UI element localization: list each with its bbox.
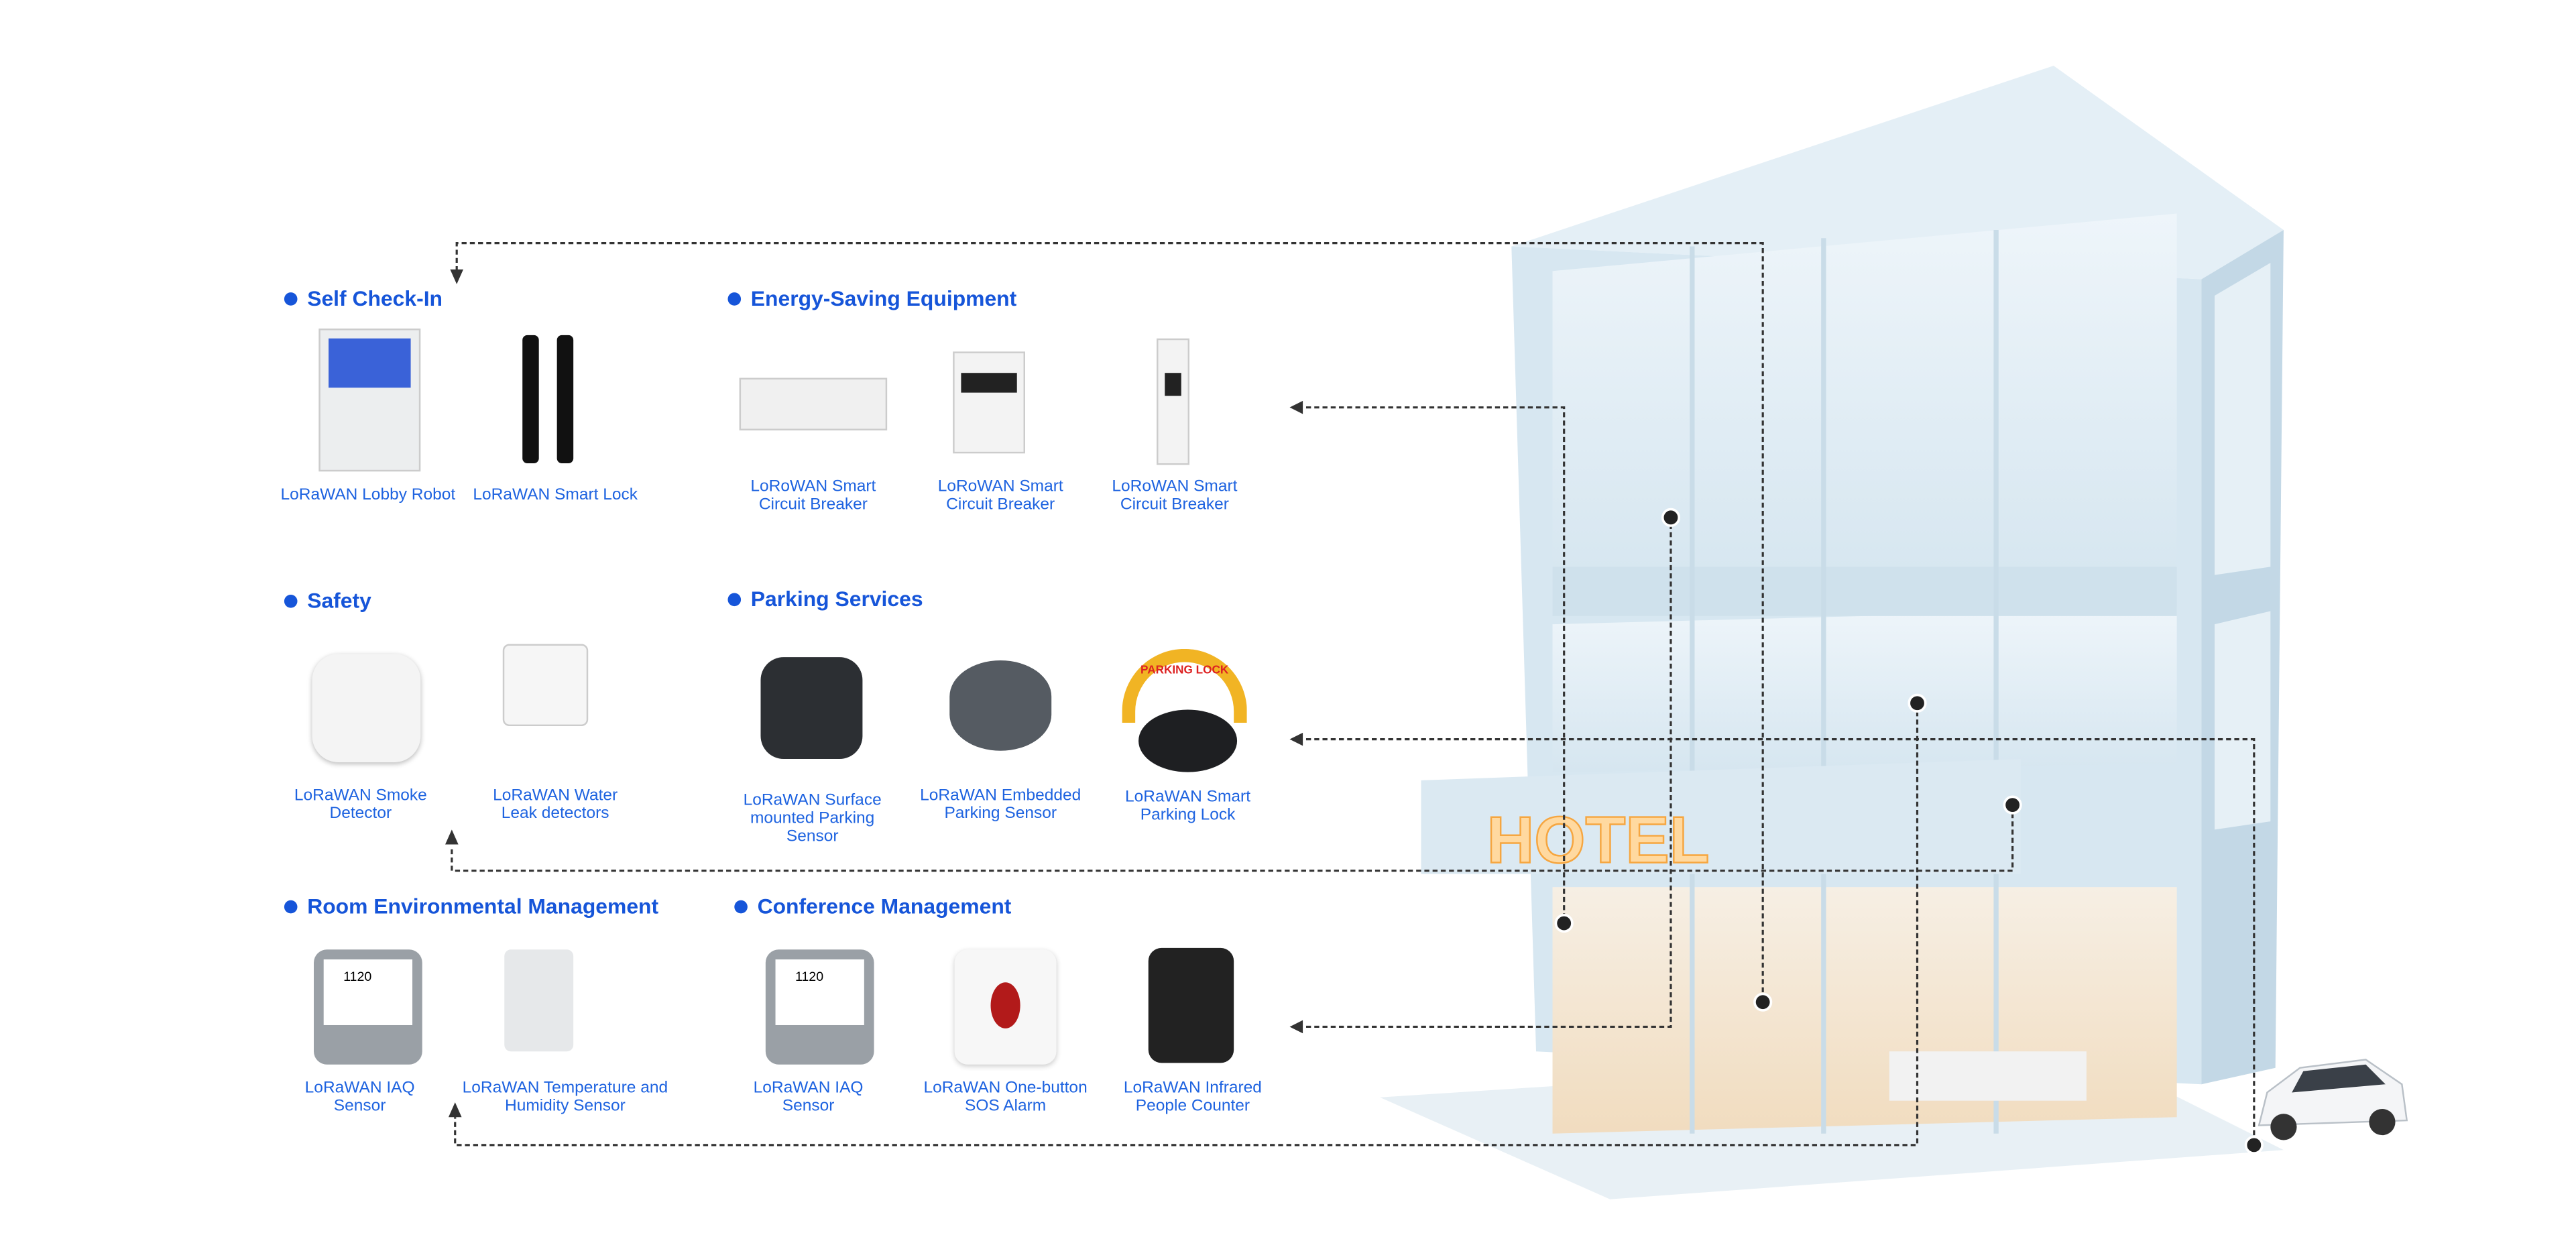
circuit-breaker-image <box>1157 338 1190 465</box>
smart-lock-image <box>557 335 574 463</box>
product-label: LoRaWAN Infrared People Counter <box>1123 1079 1262 1116</box>
connector-conference <box>1305 517 1672 1028</box>
smart-lock-image <box>522 335 539 463</box>
section-title-room: Room Environmental Management <box>284 894 658 919</box>
hotel-building: HOTEL <box>1380 66 2284 1199</box>
product-label: LoRaWAN Lobby Robot <box>280 486 456 505</box>
arrow-up-icon <box>445 829 459 845</box>
temperature-humidity-sensor-image <box>504 949 574 1052</box>
product-label: LoRaWAN Surface mounted Parking Sensor <box>743 792 882 846</box>
product-label: LoRaWAN Smoke Detector <box>294 786 427 823</box>
embedded-parking-sensor-image <box>949 660 1052 751</box>
product-label: LoRoWAN Smart Circuit Breaker <box>1112 478 1238 514</box>
product-label: LoRaWAN Smart Parking Lock <box>1125 788 1251 825</box>
section-title-self-check-in: Self Check-In <box>284 286 443 310</box>
circuit-breaker-image <box>953 351 1025 454</box>
water-leak-detector-image <box>502 644 589 727</box>
product-label: LoRaWAN IAQ Sensor <box>753 1079 864 1116</box>
smoke-detector-image <box>312 654 421 762</box>
arrow-up-icon <box>448 1102 462 1118</box>
surface-parking-sensor-image <box>760 657 863 760</box>
section-title-conference: Conference Management <box>734 894 1011 919</box>
circuit-breaker-image <box>739 377 888 430</box>
iaq-sensor-image: 1120 <box>314 949 422 1065</box>
connector-parking <box>1305 738 2256 1145</box>
connector-energy <box>1305 406 1566 924</box>
section-title-parking: Parking Services <box>727 587 923 611</box>
connector-safety <box>451 805 2014 872</box>
sos-alarm-image <box>954 949 1057 1065</box>
hotel-sign: HOTEL <box>1487 803 1710 876</box>
lobby-robot-image <box>318 329 421 472</box>
product-label: LoRaWAN Water Leak detectors <box>493 786 618 823</box>
connector-room <box>454 703 1919 1146</box>
section-title-energy: Energy-Saving Equipment <box>727 286 1016 310</box>
product-label: LoRaWAN One-button SOS Alarm <box>923 1079 1088 1116</box>
connector-lines <box>451 242 2256 1146</box>
connector-self-check-in <box>455 242 1764 1002</box>
product-label: LoRoWAN Smart Circuit Breaker <box>937 478 1063 514</box>
connector-endpoints <box>1554 508 2264 1155</box>
arrow-left-icon <box>1289 400 1303 414</box>
arrow-down-icon <box>450 269 463 284</box>
smart-parking-lock-base <box>1138 709 1238 772</box>
product-label: LoRaWAN IAQ Sensor <box>304 1079 415 1116</box>
arrow-left-icon <box>1289 732 1303 746</box>
product-label: LoRaWAN Smart Lock <box>473 486 638 505</box>
product-label: LoRoWAN Smart Circuit Breaker <box>750 478 876 514</box>
people-counter-image <box>1148 947 1234 1063</box>
arrow-heads <box>445 269 1303 1118</box>
arrow-left-icon <box>1289 1020 1303 1034</box>
product-label: LoRaWAN Temperature and Humidity Sensor <box>462 1079 668 1116</box>
iaq-sensor-image: 1120 <box>765 949 874 1065</box>
product-label: LoRaWAN Embedded Parking Sensor <box>920 786 1081 823</box>
section-title-safety: Safety <box>284 588 371 613</box>
car <box>2258 1059 2408 1140</box>
